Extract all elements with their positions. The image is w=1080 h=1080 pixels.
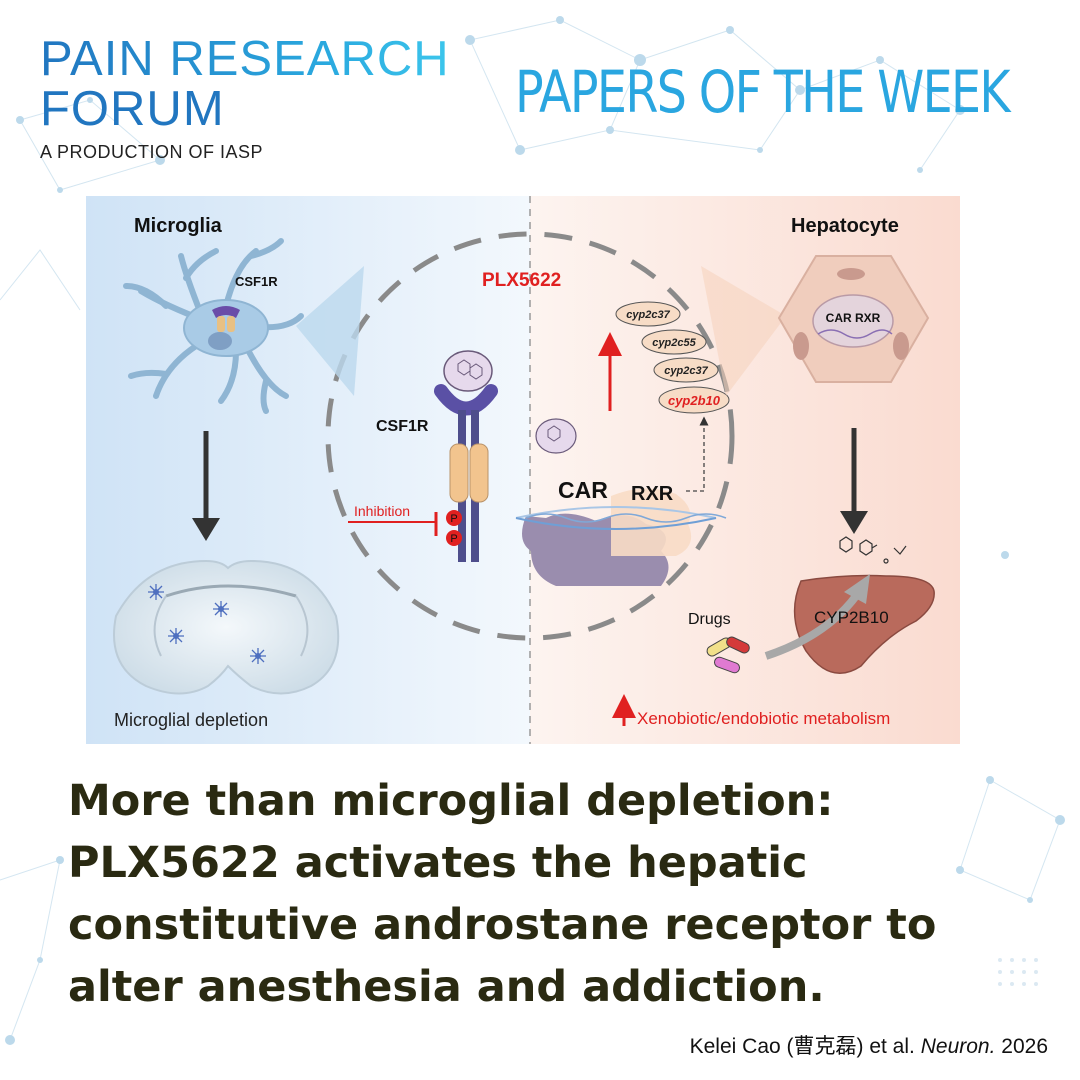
car-rxr-small-label: CAR RXR — [826, 311, 881, 325]
csf1r-receptor-icon — [434, 350, 498, 562]
car-label: CAR — [558, 477, 608, 503]
metabolite-icons — [839, 536, 907, 564]
gene-4: cyp2b10 — [668, 393, 721, 408]
headline: More than microglial depletion: PLX5622 … — [68, 776, 937, 1012]
phospho-circle-2 — [446, 530, 462, 546]
pills-icon — [706, 636, 750, 674]
section-title: PAPERS OF THE WEEK — [515, 58, 1011, 126]
csf1r-small-label: CSF1R — [235, 274, 278, 289]
gene-1: cyp2c37 — [626, 309, 670, 321]
cell-dashed-circle — [325, 231, 735, 641]
liver-icon — [793, 574, 935, 674]
right-arrow-head — [840, 511, 868, 534]
gene-3: cyp2c37 — [664, 365, 708, 377]
citation-journal: Neuron. — [920, 1035, 996, 1058]
graphical-abstract: Microglia Hepatocyte CSF1R — [86, 196, 960, 744]
citation: Kelei Cao (曹克磊) et al. Neuron. 2026 — [690, 1030, 1048, 1060]
drug-metabolism-arrow-head — [844, 574, 870, 604]
metabolism-label: Xenobiotic/endobiotic metabolism — [637, 709, 890, 728]
brand-line-2: FORUM — [40, 82, 225, 136]
brand-subtitle: A PRODUCTION OF IASP — [40, 142, 264, 162]
drugs-label: Drugs — [688, 611, 731, 628]
hepatocyte-title: Hepatocyte — [791, 215, 899, 237]
hepatocyte-cell-icon — [701, 255, 930, 396]
gene-list — [615, 301, 730, 414]
brain-section-icon — [113, 559, 340, 695]
phospho-label-2: P — [450, 533, 457, 545]
microglial-depletion-label: Microglial depletion — [114, 710, 268, 730]
citation-authors: Kelei Cao (曹克磊) et al. — [689, 1035, 915, 1058]
gene-induction-arrow — [686, 416, 709, 492]
microglia-cell-icon — [123, 238, 364, 414]
citation-year: 2026 — [1001, 1035, 1048, 1058]
microglia-dots-branches — [148, 584, 266, 664]
gene-2: cyp2c55 — [652, 337, 696, 349]
plx5622-label: PLX5622 — [482, 270, 561, 291]
car-rxr-complex-icon — [515, 418, 727, 586]
rxr-label: RXR — [631, 483, 674, 505]
microglia-title: Microglia — [134, 215, 223, 237]
cyp2b10-label: CYP2B10 — [814, 608, 889, 627]
brand-logo: PAIN RESEARCH FORUM A PRODUCTION OF IASP — [40, 34, 450, 163]
csf1r-large-label: CSF1R — [376, 418, 429, 435]
inhibition-label: Inhibition — [354, 503, 410, 519]
phospho-circle-1 — [446, 510, 462, 526]
left-arrow-head — [192, 518, 220, 541]
drug-metabolism-arrow — [764, 593, 860, 660]
phospho-label-1: P — [450, 513, 457, 525]
brand-line-1: PAIN RESEARCH — [40, 32, 450, 86]
